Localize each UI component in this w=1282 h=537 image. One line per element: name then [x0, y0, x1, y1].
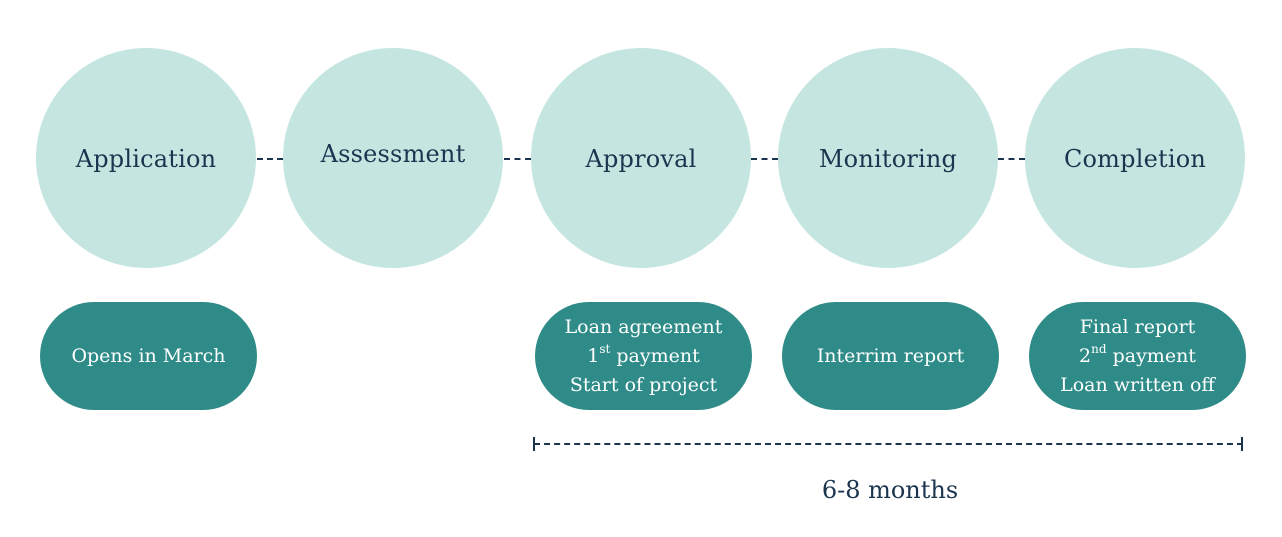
duration-line: [534, 443, 1243, 445]
stage-assessment: Assessment: [283, 48, 503, 268]
detail-application: Opens in March: [40, 302, 257, 410]
connector-line: [257, 158, 283, 160]
detail-completion: Final report 2nd payment Loan written of…: [1029, 302, 1246, 410]
detail-line: Loan written off: [1060, 373, 1215, 396]
detail-line: Interrim report: [816, 344, 965, 367]
ordinal-number: 1: [587, 344, 600, 367]
connector-line: [504, 158, 531, 160]
detail-approval: Loan agreement 1st payment Start of proj…: [535, 302, 752, 410]
detail-monitoring: Interrim report: [782, 302, 999, 410]
stage-label: Application: [75, 145, 217, 173]
connector-line: [998, 158, 1025, 160]
payment-text: payment: [610, 344, 700, 367]
detail-line: Start of project: [569, 373, 718, 396]
ordinal-suffix: nd: [1091, 342, 1107, 357]
stage-approval: Approval: [531, 48, 751, 268]
ordinal-number: 2: [1079, 344, 1092, 367]
stage-monitoring: Monitoring: [778, 48, 998, 268]
detail-line: 2nd payment: [1079, 342, 1196, 371]
detail-line: Opens in March: [71, 344, 226, 367]
stage-label: Assessment: [320, 140, 466, 168]
stage-label: Approval: [585, 145, 697, 173]
stage-application: Application: [36, 48, 256, 268]
stage-completion: Completion: [1025, 48, 1245, 268]
stage-label: Monitoring: [818, 145, 958, 173]
payment-text: payment: [1106, 344, 1196, 367]
detail-line: Loan agreement: [564, 315, 723, 338]
ordinal-suffix: st: [599, 342, 611, 357]
connector-line: [751, 158, 778, 160]
stage-label: Completion: [1063, 145, 1207, 173]
duration-label: 6-8 months: [821, 476, 959, 504]
duration-end-tick: [1241, 437, 1243, 451]
detail-line: Final report: [1079, 315, 1196, 338]
detail-line: 1st payment: [587, 342, 699, 371]
